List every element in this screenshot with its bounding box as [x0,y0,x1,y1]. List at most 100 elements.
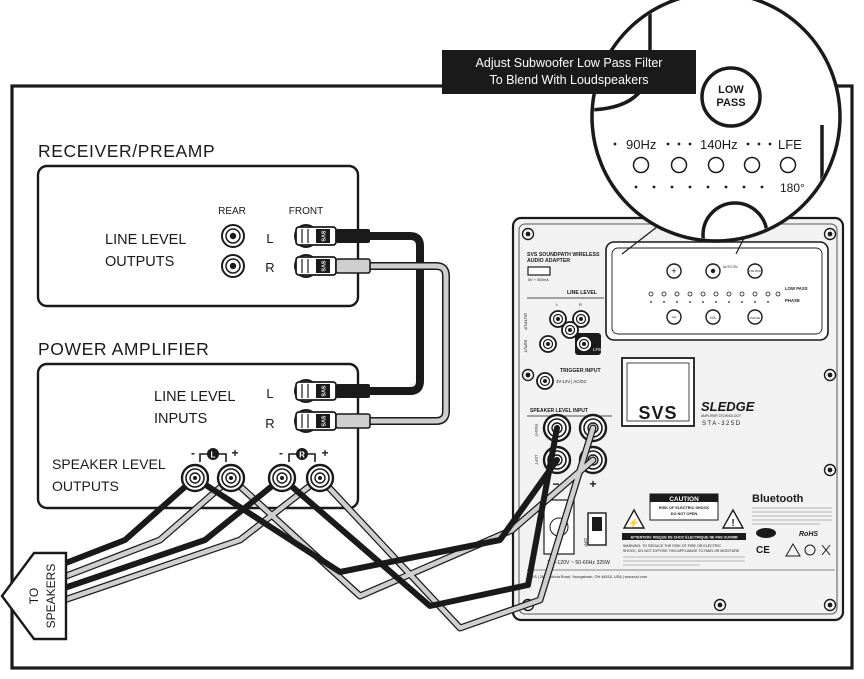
line-in-l-jack[interactable] [539,335,557,353]
amp-l-pos-post[interactable] [216,463,246,493]
adapter-label-2: AUDIO ADAPTER [527,258,570,264]
receiver-l-label: L [266,231,273,246]
warning-line-2: SHOCK, DO NOT EXPOSE THIS APPLIANCE TO R… [623,549,740,553]
zoom-phase-180: 180° [780,181,805,195]
callout-line2: To Blend With Loudspeakers [489,73,648,87]
plug-brand: SVS [320,415,326,426]
svg-text:+: + [321,446,328,460]
plus-button-label: + [671,266,676,276]
receiver-outputs-line2: OUTPUTS [105,254,174,270]
callout-box [442,50,696,94]
rohs-label: RoHS [799,531,818,538]
input-label: INPUT [523,340,528,353]
panel-r-label: R [579,302,582,307]
plug-brand: SVS [320,230,326,241]
amp-r-bracket: - R + [279,446,329,462]
lfe-jack[interactable] [575,335,593,353]
panel-screw [823,463,837,477]
amplifier-inputs-line1: LINE LEVEL [154,389,235,405]
subwoofer-panel: SVS SOUNDPATH WIRELESS AUDIO ADAPTER 5V … [511,216,845,622]
attention-label: ATTENTION: RISQUE DE CHOC ÉLECTRIQUE NE … [630,535,737,540]
recycle-icon [785,543,801,557]
receiver-r-label: R [265,260,274,275]
shock-warning-icon [622,508,646,529]
amplifier-speaker-line2: OUTPUTS [52,478,119,494]
svg-text:L: L [211,451,216,460]
zoom-freq-140: 140Hz [700,137,738,152]
speaker-input-label: SPEAKER LEVEL INPUT [530,408,588,414]
panel-screw [521,227,535,241]
panel-led-row-2 [650,301,769,303]
receiver-front-label: FRONT [289,206,323,217]
to-speakers-arrow [0,551,68,641]
low-pass-label: LOW PASS [785,286,808,291]
lfe-jack-label: LFE [593,347,601,352]
warning-text-lines [623,556,745,566]
low-pass-button[interactable] [747,263,763,279]
plus-button[interactable] [666,263,682,279]
power-spec: 100-120V ~ 50-60Hz 325W [547,560,610,566]
zoom-dots-bottom [634,185,764,189]
to-speakers-line2: SPEAKERS [44,564,58,629]
panel-screw [823,227,837,241]
left-label: LEFT [534,455,539,465]
bluetooth-logo: Bluetooth [752,493,804,505]
low-pass-button-label: LOW PASS [748,269,763,273]
zoom-pass-label: PASS [716,97,745,109]
panel-l-label: L [556,302,559,307]
off-label: OFF [583,538,588,547]
amplifier-l-label: L [266,386,273,401]
exclamation-warning-icon [721,508,745,529]
svs-logo-box [621,357,695,427]
amp-r-pos-post[interactable] [305,463,335,493]
outer-frame [10,84,854,670]
panel-screw [823,368,837,382]
amplifier-title: POWER AMPLIFIER [38,339,209,359]
sub-minus-label: − [552,477,559,491]
vol-button-label: VOL [710,316,717,320]
rca-plug-amp-l: SVS [295,381,370,401]
panel-screw [521,368,535,382]
caution-line-2: DO NOT OPEN [671,512,698,516]
to-speakers-line1: TO [27,588,41,604]
usb-port[interactable] [527,266,551,276]
amp-r-neg-post[interactable] [267,463,297,493]
receiver-outputs-line1: LINE LEVEL [105,232,186,248]
zoom-low-pass-button[interactable] [700,66,762,128]
receiver-title: RECEIVER/PREAMP [38,141,215,161]
usb-spec: 5V ⎓ 500mA [528,278,549,282]
amplifier-r-label: R [265,416,274,431]
svg-text:⚡: ⚡ [628,517,639,529]
ce-mark-icon: CE [756,545,770,556]
qualcomm-icon [756,528,776,538]
certification-icon [804,544,816,556]
amp-l-bracket: - L + [191,446,239,462]
minus-button[interactable] [666,309,682,325]
model-label: STA-325D [702,421,742,427]
sub-plus-label: + [589,477,596,491]
control-panel [605,241,829,341]
callout-line1: Adjust Subwoofer Low Pass Filter [476,56,663,70]
vol-button[interactable] [705,309,721,325]
right-label: RIGHT [534,424,539,437]
receiver-rear-r-jack[interactable] [221,254,245,278]
compliance-text [752,507,832,525]
amplifier-inputs-line2: INPUTS [154,411,207,427]
svg-text:+: + [231,446,238,460]
line-level-label: LINE LEVEL [567,290,598,296]
caution-header [650,494,718,502]
svg-text:!: ! [731,518,734,529]
phase-label: PHASE [785,298,800,303]
trigger-label: TRIGGER INPUT [560,368,601,374]
svg-text:-: - [279,446,283,460]
warning-line-1: WARNING: TO REDUCE THE RISK OF FIRE OR E… [623,544,722,548]
sledge-logo: SLEDGE [701,399,755,414]
svs-logo: SVS [638,403,677,423]
zoom-freq-lfe: LFE [778,137,802,152]
amp-l-neg-post[interactable] [180,463,210,493]
receiver-rear-l-jack[interactable] [221,224,245,248]
svg-text:R: R [299,451,305,460]
phase-button[interactable] [747,309,763,325]
trigger-jack[interactable] [536,372,554,390]
output-label: OUTPUT [523,313,528,331]
